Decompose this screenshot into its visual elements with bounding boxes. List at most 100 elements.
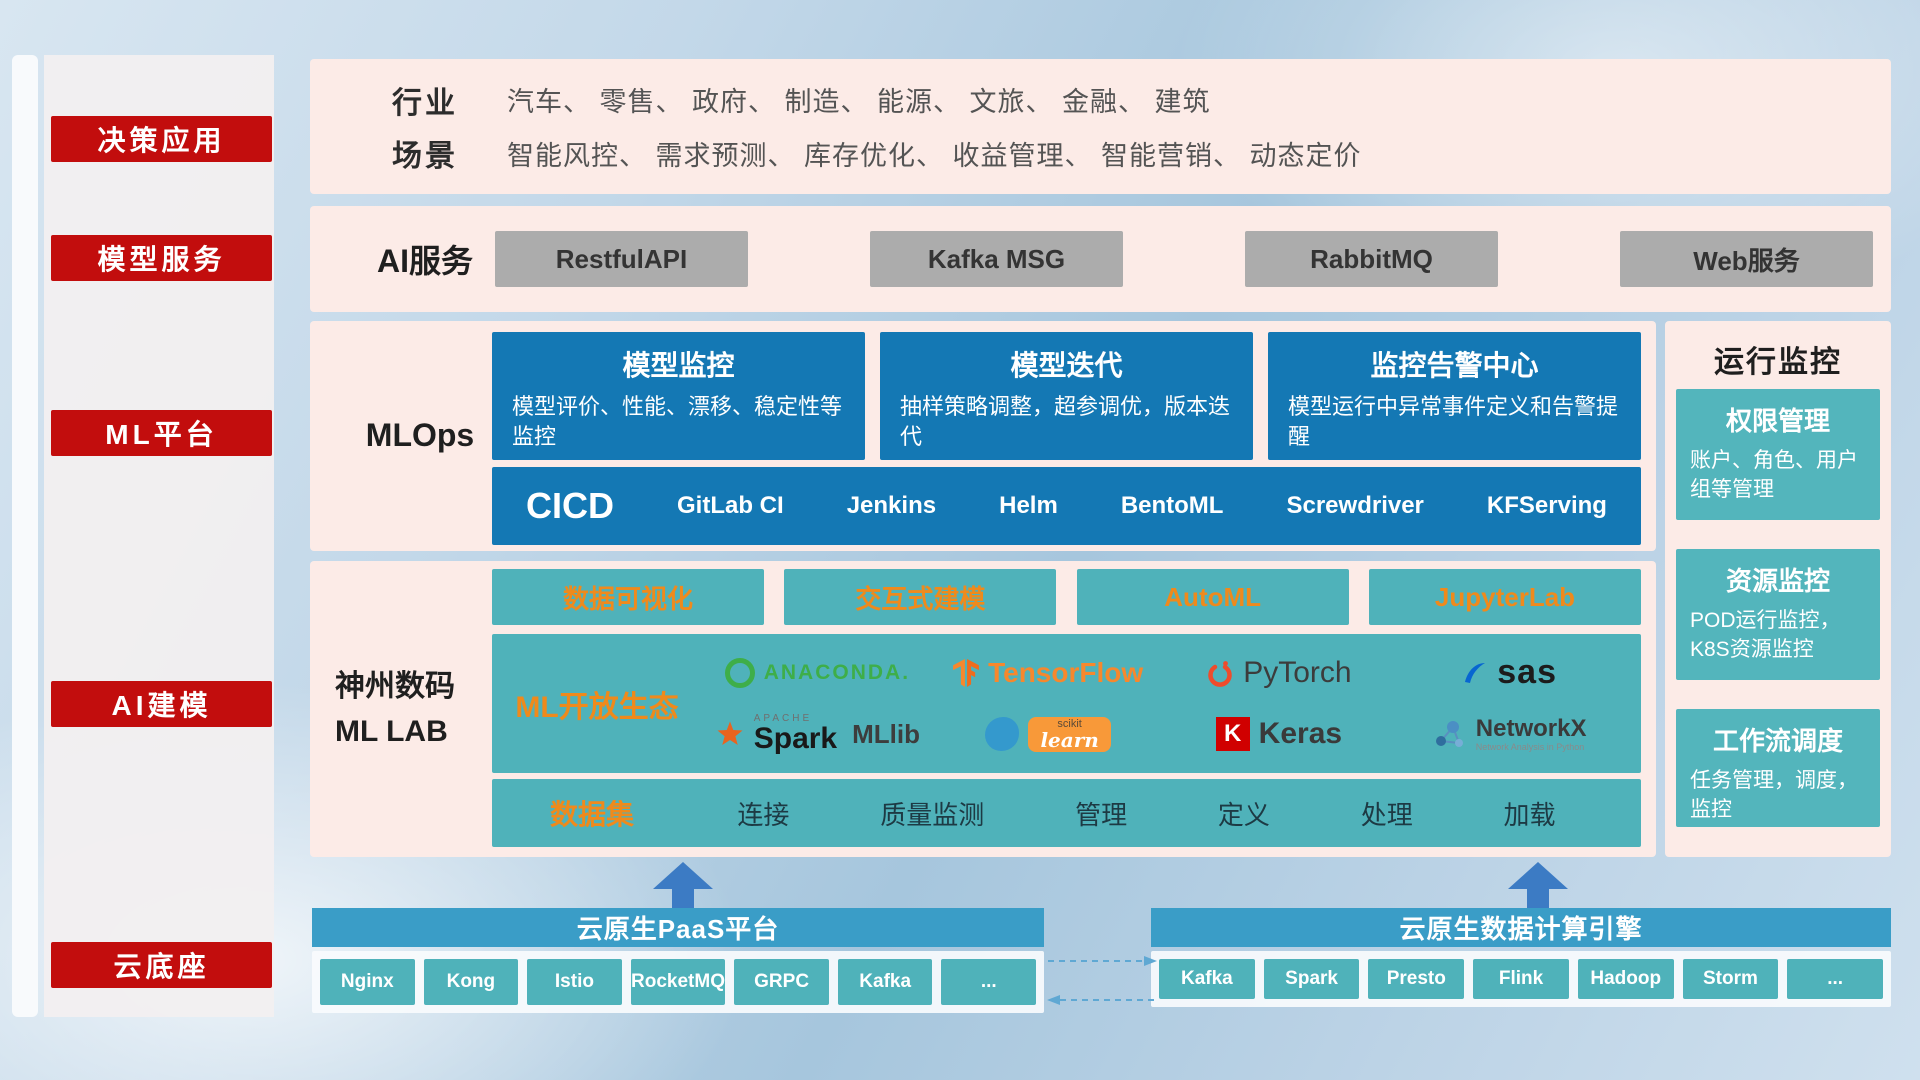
ai-service-label: AI服务	[376, 243, 473, 279]
networkx-subtitle: Network Analysis in Python	[1475, 741, 1585, 752]
cicd-label: CICD	[526, 485, 614, 526]
kafka-engine-item: Kafka	[1159, 959, 1255, 999]
up-arrow-icon	[1508, 862, 1568, 908]
card-title: 监控告警中心	[1370, 350, 1539, 381]
spark-engine-item: Spark	[1263, 959, 1360, 999]
networkx-logo: NetworkX Network Analysis in Python	[1394, 715, 1625, 752]
kafka-item: Kafka	[837, 959, 933, 1005]
card-desc: 账户、角色、用户组等管理	[1690, 449, 1858, 502]
grpc-item: GRPC	[734, 959, 829, 1005]
resource-monitor-card: 资源监控 POD运行监控，K8S资源监控	[1676, 549, 1880, 680]
runtime-monitor-panel: 运行监控 权限管理 账户、角色、用户组等管理 资源监控 POD运行监控，K8S资…	[1665, 321, 1891, 857]
ecosystem-title: ML开放生态	[515, 690, 679, 724]
card-desc: 模型评价、性能、漂移、稳定性等监控	[512, 394, 843, 449]
spark-mllib-logo: APACHE Spark MLlib	[702, 714, 933, 754]
dashed-flow-arrows-icon	[1047, 956, 1157, 1005]
mllab-label-line1: 神州数码	[335, 670, 455, 703]
scikit-learn-icon	[985, 717, 1020, 752]
automl-button: AutoML	[1076, 569, 1349, 625]
industry-row: 行业 汽车、 零售、 政府、 制造、 能源、 文旅、 金融、 建筑	[310, 78, 1891, 122]
bentoml-item: BentoML	[1120, 492, 1224, 519]
flink-item: Flink	[1473, 959, 1569, 999]
keras-logo: K Keras	[1164, 717, 1395, 752]
networkx-wordmark: NetworkX Network Analysis in Python	[1475, 715, 1587, 752]
spark-label: Spark	[753, 722, 838, 756]
dataset-connect-item: 连接	[737, 799, 790, 830]
jupyterlab-button: JupyterLab	[1368, 569, 1641, 625]
card-title: 资源监控	[1725, 566, 1830, 596]
istio-item: Istio	[527, 959, 622, 1005]
ml-open-ecosystem-block: ML开放生态 ANACONDA. TensorFlow	[492, 634, 1641, 773]
gitlab-ci-item: GitLab CI	[677, 492, 784, 519]
pytorch-icon	[1208, 660, 1232, 687]
mllab-label-line2: ML LAB	[335, 715, 448, 748]
more-item: ...	[941, 959, 1037, 1005]
left-accent-strip	[12, 55, 38, 1017]
dataset-quality-item: 质量监测	[880, 799, 985, 830]
dataset-define-item: 定义	[1217, 799, 1270, 830]
more-engine-item: ...	[1787, 959, 1884, 999]
restful-api-button: RestfulAPI	[495, 231, 748, 287]
sas-logo: sas	[1394, 653, 1625, 692]
scenario-row: 场景 智能风控、 需求预测、 库存优化、 收益管理、 智能营销、 动态定价	[310, 131, 1891, 175]
layer-label-ml-platform: ML平台	[51, 410, 272, 456]
layer-sidebar-column	[44, 55, 274, 1017]
mlops-label: MLOps	[365, 417, 475, 453]
jenkins-item: Jenkins	[846, 492, 937, 519]
rabbitmq-button: RabbitMQ	[1245, 231, 1498, 287]
scenario-label: 场景	[392, 140, 458, 174]
up-arrow-icon	[653, 862, 713, 908]
mllab-label: 神州数码 ML LAB	[335, 561, 515, 857]
pytorch-wordmark: PyTorch	[1243, 655, 1352, 689]
card-desc: POD运行监控，K8S资源监控	[1690, 609, 1841, 662]
ecosystem-logo-grid: ANACONDA. TensorFlow PyTorch	[702, 634, 1641, 773]
scenario-list: 智能风控、 需求预测、 库存优化、 收益管理、 智能营销、 动态定价	[507, 140, 1362, 171]
card-title: 工作流调度	[1712, 726, 1843, 756]
tensorflow-logo: TensorFlow	[933, 657, 1164, 689]
paas-platform-header: 云原生PaaS平台	[312, 908, 1044, 947]
spark-wordmark: APACHE Spark	[754, 714, 837, 754]
interactive-modeling-button: 交互式建模	[784, 569, 1057, 625]
card-desc: 任务管理，调度，监控	[1690, 769, 1858, 822]
model-monitoring-card: 模型监控 模型评价、性能、漂移、稳定性等监控	[492, 332, 865, 460]
hadoop-item: Hadoop	[1577, 959, 1674, 999]
networkx-icon	[1435, 721, 1463, 748]
keras-icon: K	[1215, 717, 1250, 752]
mlops-band: MLOps 模型监控 模型评价、性能、漂移、稳定性等监控 模型迭代 抽样策略调整…	[310, 321, 1656, 551]
apache-label: APACHE	[753, 713, 813, 725]
nginx-item: Nginx	[320, 959, 415, 1005]
model-iteration-card: 模型迭代 抽样策略调整，超参调优，版本迭代	[880, 332, 1253, 460]
runtime-monitor-title: 运行监控	[1714, 346, 1842, 379]
keras-wordmark: Keras	[1258, 717, 1343, 751]
web-service-button: Web服务	[1620, 231, 1873, 287]
data-visualization-button: 数据可视化	[492, 569, 764, 625]
pytorch-logo: PyTorch	[1164, 656, 1395, 690]
layer-label-decision-apps: 决策应用	[51, 116, 272, 162]
layer-label-cloud-base: 云底座	[51, 942, 272, 988]
presto-item: Presto	[1368, 959, 1465, 999]
card-title: 模型监控	[622, 350, 735, 381]
layer-label-model-service: 模型服务	[51, 235, 272, 281]
sas-icon	[1465, 662, 1486, 683]
cicd-bar: CICD GitLab CI Jenkins Helm BentoML Scre…	[492, 467, 1641, 545]
kafka-msg-button: Kafka MSG	[870, 231, 1123, 287]
industry-scenario-band: 行业 汽车、 零售、 政府、 制造、 能源、 文旅、 金融、 建筑 场景 智能风…	[310, 59, 1891, 194]
alert-center-card: 监控告警中心 模型运行中异常事件定义和告警提醒	[1268, 332, 1641, 460]
ai-service-buttons: RestfulAPI Kafka MSG RabbitMQ Web服务	[495, 231, 1873, 287]
learn-label: learn	[1040, 727, 1099, 752]
workflow-scheduler-card: 工作流调度 任务管理，调度，监控	[1676, 709, 1880, 827]
tensorflow-icon	[953, 658, 980, 687]
data-engine-header: 云原生数据计算引擎	[1151, 908, 1891, 947]
dataset-items: 连接 质量监测 管理 定义 处理 加载	[692, 795, 1641, 832]
industry-label: 行业	[392, 86, 458, 120]
card-title: 模型迭代	[1010, 350, 1123, 381]
anaconda-wordmark: ANACONDA.	[763, 660, 911, 684]
screwdriver-item: Screwdriver	[1286, 492, 1424, 519]
kong-item: Kong	[423, 959, 519, 1005]
helm-item: Helm	[999, 492, 1058, 519]
scikit-learn-logo: scikit learn	[933, 716, 1164, 752]
dataset-manage-item: 管理	[1075, 799, 1128, 830]
dataset-load-item: 加载	[1503, 799, 1556, 830]
sas-wordmark: sas	[1497, 653, 1557, 692]
